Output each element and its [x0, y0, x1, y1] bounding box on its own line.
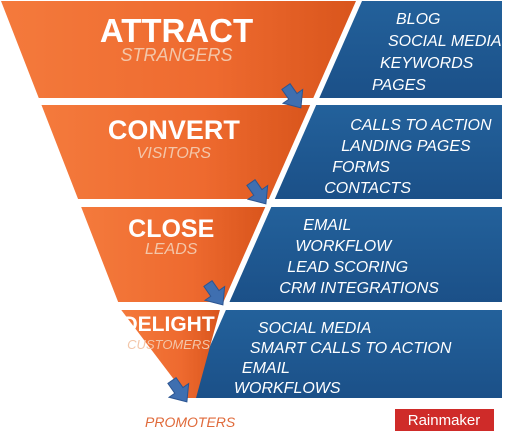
stage-title-close: CLOSE: [128, 215, 214, 243]
panel-list-item: FORMS: [332, 159, 390, 176]
stage-title-convert: CONVERT: [108, 115, 241, 145]
rainmaker-logo: Rainmaker: [395, 409, 494, 431]
panel-list-item: SOCIAL MEDIA: [258, 320, 372, 337]
stage-subtitle-delight: CUSTOMERS: [127, 337, 210, 352]
panel-convert: [274, 105, 502, 199]
stage-title-attract: ATTRACT: [100, 12, 253, 49]
funnel-segment-convert: [41, 105, 311, 199]
panel-list-item: CONTACTS: [324, 180, 411, 197]
panel-close: [229, 207, 502, 302]
panel-list-item: LEAD SCORING: [287, 259, 408, 276]
panel-list-item: EMAIL: [303, 217, 351, 234]
arrow-down-right-icon: [167, 376, 190, 403]
panel-list-item: LANDING PAGES: [341, 138, 471, 155]
stage-title-delight: DELIGHT: [123, 313, 215, 336]
promoters-label: PROMOTERS: [145, 414, 236, 430]
panel-list-item: EMAIL: [242, 360, 290, 377]
panel-list-item: WORKFLOWS: [234, 380, 341, 397]
funnel-segment-close: [81, 207, 266, 302]
panel-list-item: SOCIAL MEDIA: [388, 33, 502, 50]
panel-list-item: BLOG: [396, 11, 440, 28]
panel-list-item: CALLS TO ACTION: [350, 117, 492, 134]
panel-list-item: CRM INTEGRATIONS: [279, 280, 439, 297]
arrow-down-right-icon: [246, 178, 269, 205]
panel-list-item: PAGES: [372, 77, 426, 94]
arrow-down-right-icon: [203, 279, 226, 306]
arrow-down-right-icon: [281, 82, 304, 109]
panel-list-item: KEYWORDS: [380, 55, 474, 72]
brand-label: Rainmaker: [408, 412, 481, 429]
stage-subtitle-attract: STRANGERS: [120, 45, 232, 65]
panel-delight: [187, 310, 502, 398]
stage-subtitle-close: LEADS: [145, 241, 198, 258]
funnel-segment-attract: [1, 1, 356, 98]
panel-list-item: WORKFLOW: [295, 238, 393, 255]
stage-subtitle-convert: VISITORS: [137, 145, 212, 162]
panel-attract: [319, 1, 502, 98]
panel-list-item: SMART CALLS TO ACTION: [250, 340, 452, 357]
funnel-segment-delight: [121, 310, 220, 398]
